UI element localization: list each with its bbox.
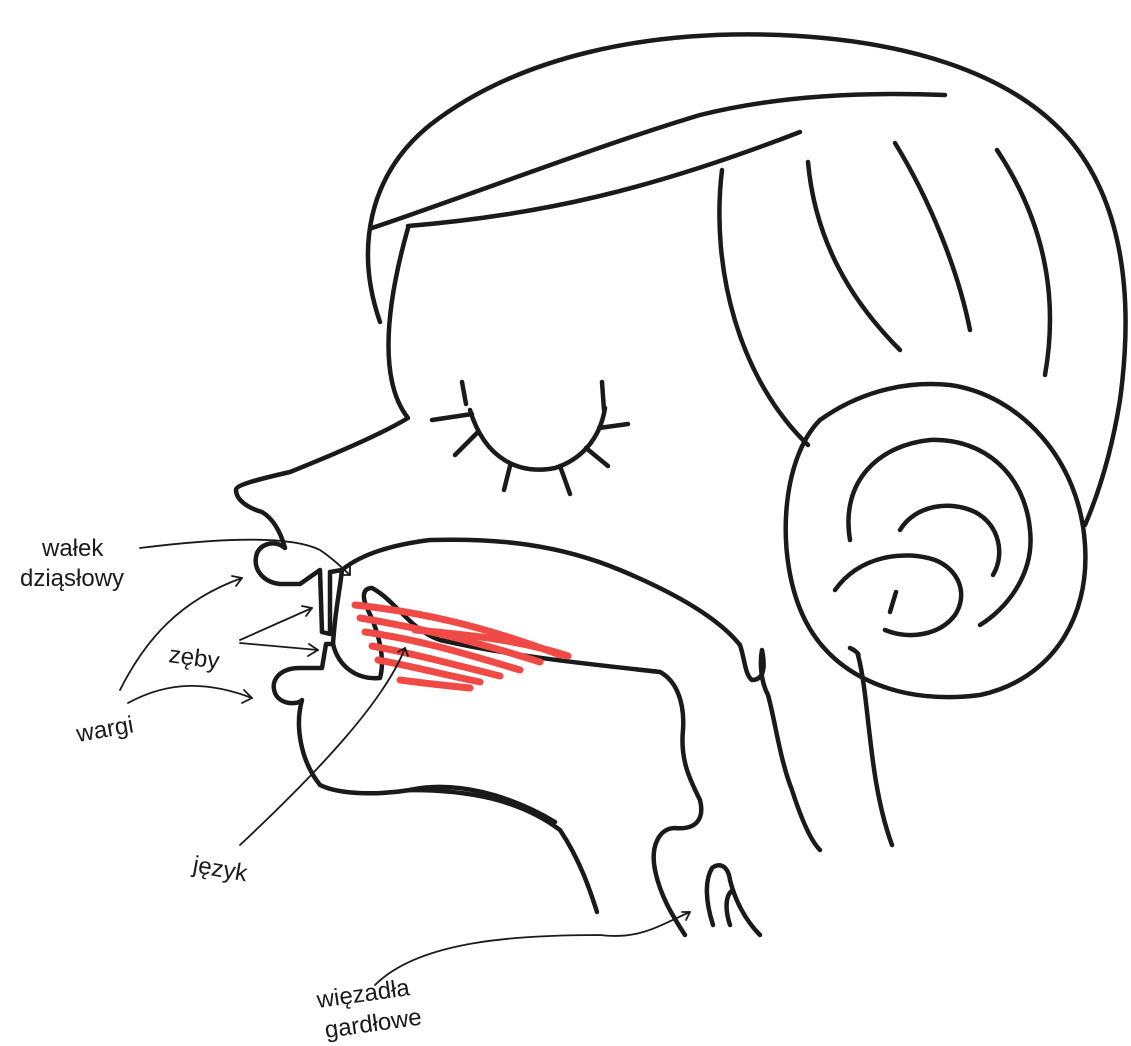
mouth-floor: [333, 570, 342, 644]
eyelash-8: [462, 382, 466, 404]
label-wargi: wargi: [73, 711, 135, 748]
eyelash-4: [560, 466, 570, 494]
ear-tragus: [835, 555, 961, 635]
arrow-wiezadla-gardlowe: [375, 912, 690, 985]
label-jezyk: język: [190, 851, 251, 887]
labels: wałek dziąsłowy zęby wargi język więzadł…: [20, 535, 423, 1044]
hair: [368, 34, 1126, 525]
hair-strand-4: [997, 150, 1050, 375]
label-zeby: zęby: [167, 641, 221, 675]
throat-back-wall: [654, 672, 702, 935]
face: [236, 228, 628, 912]
hard-and-soft-palate: [342, 540, 820, 850]
forehead-nose-profile: [236, 228, 408, 632]
ear: [786, 384, 1086, 845]
ear-canal-mark: [890, 592, 896, 612]
hair-outer-contour: [368, 34, 1126, 525]
pharyngeal-ligament-fold-1: [707, 865, 760, 935]
ear-inner-fold-1: [848, 440, 1030, 625]
hair-fringe-line: [372, 94, 945, 228]
eyelash-1: [432, 414, 472, 420]
arrow-wargi-upper: [120, 578, 242, 690]
arrow-zeby-lower: [240, 643, 318, 650]
eyelash-3: [504, 466, 510, 490]
label-dziaslowy: dziąsłowy: [20, 565, 124, 592]
oral-cavity: [333, 540, 820, 935]
arrow-wargi-lower: [128, 686, 252, 703]
arrow-zeby-upper: [240, 608, 312, 640]
ear-outer-rim: [786, 384, 1086, 697]
eyelash-6: [599, 424, 628, 428]
eyelash-2: [455, 432, 478, 455]
pharyngeal-ligament-fold-2: [727, 890, 733, 925]
hair-strand-1: [719, 170, 808, 445]
eyelash-5: [586, 448, 608, 466]
hair-strand-2: [808, 162, 900, 350]
label-walek: wałek: [41, 535, 104, 562]
ear-inner-fold-2: [900, 506, 999, 575]
hair-strand-3: [895, 143, 970, 330]
leader-arrows: [120, 540, 690, 985]
closed-eye-lid: [470, 408, 605, 470]
ear-lobe-connector: [850, 648, 858, 655]
eyelash-7: [602, 382, 604, 410]
